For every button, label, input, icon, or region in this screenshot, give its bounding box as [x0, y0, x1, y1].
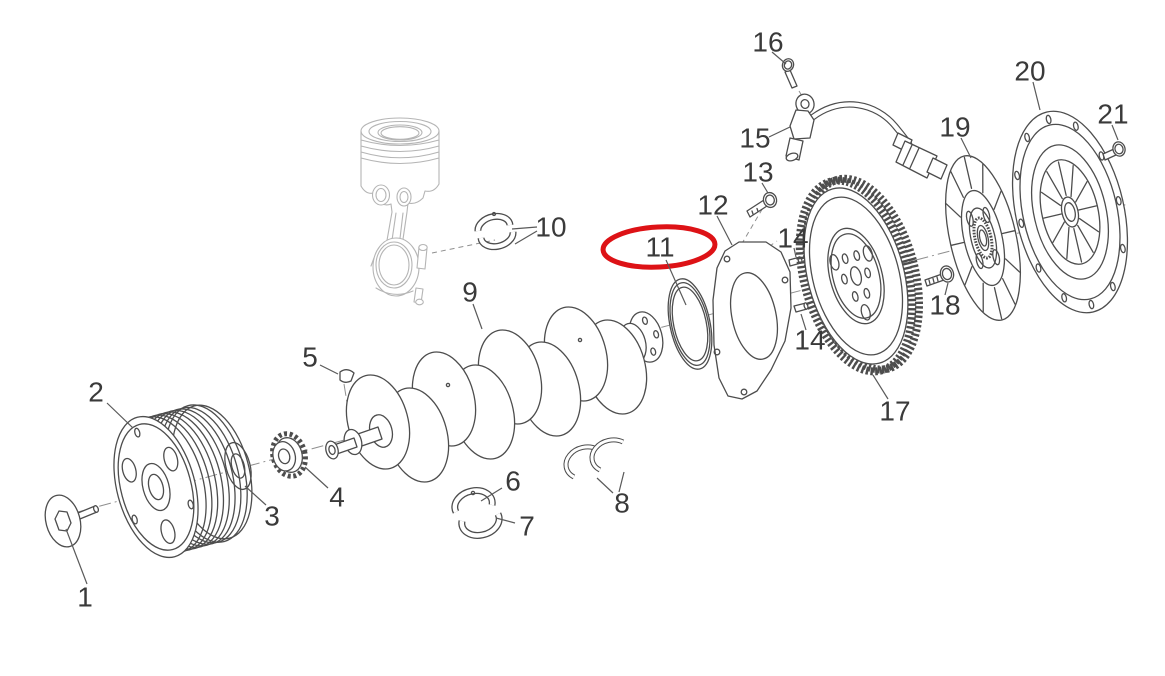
part-1-pulley-bolt-drawing [40, 491, 99, 551]
leader-line-3 [244, 485, 267, 506]
callout-5: 5 [302, 342, 318, 373]
leader-line-2 [106, 402, 134, 429]
leader-line-18 [944, 282, 949, 296]
callout-14: 14 [794, 325, 825, 356]
callout-18: 18 [929, 290, 960, 321]
leader-line-5 [319, 364, 339, 375]
part-21-bolt-drawing [1103, 140, 1127, 160]
callout-10: 10 [535, 212, 566, 243]
callout-11: 11 [645, 232, 674, 263]
part-18-bolt-drawing [925, 264, 955, 286]
callout-7: 7 [519, 511, 535, 542]
part-8-thrust-washers-drawing [563, 437, 625, 480]
leader-line-4 [304, 466, 329, 489]
callout-9: 9 [462, 277, 478, 308]
leader-line-20 [1032, 81, 1041, 111]
callout-19: 19 [939, 112, 970, 143]
callout-8: 8 [614, 488, 630, 519]
callout-1: 1 [77, 582, 93, 613]
leader-line-1 [65, 528, 88, 585]
leader-line-10 [514, 230, 538, 245]
leader-line-15 [768, 126, 791, 138]
part-20-pressure-plate-drawing [994, 100, 1145, 324]
part-6-bearing-shell-upper-drawing [451, 487, 496, 514]
part-9-crankshaft-drawing [324, 300, 668, 489]
leader-line-8 [596, 477, 614, 494]
callout-17: 17 [879, 396, 910, 427]
leader-line-8 [618, 471, 625, 493]
leader-line-14 [800, 313, 807, 331]
part-5-woodruff-key-drawing [340, 370, 354, 383]
leader-line-19 [960, 137, 972, 159]
leader-line-16 [771, 51, 787, 65]
callout-2: 2 [88, 377, 104, 408]
callout-12: 12 [697, 190, 728, 221]
callout-13: 13 [742, 157, 773, 188]
part-19-clutch-disc-drawing [932, 149, 1034, 328]
callout-6: 6 [505, 466, 521, 497]
part-15-rpm-sensor-drawing [785, 92, 947, 179]
part-17-flywheel-drawing [780, 166, 938, 384]
part-12-rear-seal-flange-drawing [713, 242, 791, 399]
callout-4: 4 [329, 482, 345, 513]
leader-line-17 [872, 374, 889, 400]
part-13-bolt-drawing [747, 191, 778, 217]
part-16-bolt-drawing [781, 57, 797, 88]
leader-line-12 [716, 215, 733, 246]
leader-line-21 [1111, 124, 1119, 141]
part-2-pulley-drawing [100, 393, 267, 567]
leader-line-7 [495, 517, 516, 524]
callout-16: 16 [752, 27, 783, 58]
callout-14: 14 [777, 223, 808, 254]
leader-line-10 [511, 226, 538, 230]
part-4-sprocket-drawing [268, 430, 310, 480]
part-10-conrod-bearing-shells-drawing [474, 213, 517, 251]
callout-21: 21 [1097, 99, 1128, 130]
callout-15: 15 [739, 123, 770, 154]
part-11-seal-ring-drawing [661, 275, 719, 373]
leader-line-11 [665, 259, 687, 306]
callout-3: 3 [264, 501, 280, 532]
leader-line-14 [793, 247, 797, 258]
highlight-ellipse [600, 224, 718, 270]
part-3-washer-drawing [220, 440, 256, 493]
leader-line-9 [472, 303, 483, 330]
leader-line-13 [761, 182, 769, 194]
part-7-bearing-shell-lower-drawing [458, 512, 503, 539]
piston-connecting-rod-drawing [361, 118, 439, 305]
leader-line-6 [480, 487, 503, 502]
callout-20: 20 [1014, 56, 1045, 87]
